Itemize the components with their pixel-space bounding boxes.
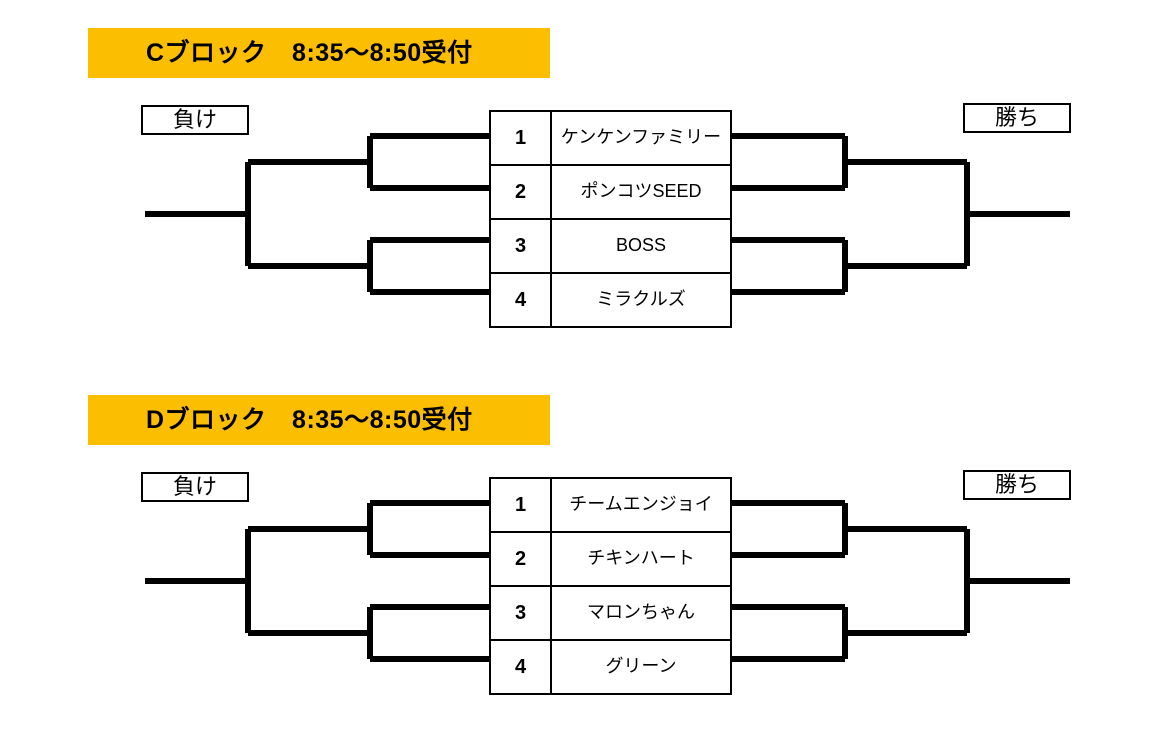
seed-number: 3 xyxy=(489,585,552,641)
seed-number: 4 xyxy=(489,272,552,328)
block-header-banner-d: Dブロック 8:35〜8:50受付 xyxy=(88,395,550,445)
bracket-block-c: Cブロック 8:35〜8:50受付 xyxy=(0,0,1156,370)
outcome-label-lose-c: 負け xyxy=(141,105,249,135)
outcome-label-win-c: 勝ち xyxy=(963,103,1071,133)
team-name: ミラクルズ xyxy=(550,272,732,328)
table-row: 4 ミラクルズ xyxy=(489,272,732,328)
teams-table-c: 1 ケンケンファミリー 2 ポンコツSEED 3 BOSS 4 ミラクルズ xyxy=(489,110,732,328)
team-name: ポンコツSEED xyxy=(550,164,732,220)
table-row: 1 チームエンジョイ xyxy=(489,477,732,533)
bracket-lines-c xyxy=(145,133,1070,295)
outcome-label-win-d: 勝ち xyxy=(963,470,1071,500)
table-row: 3 マロンちゃん xyxy=(489,585,732,641)
block-header-banner-c: Cブロック 8:35〜8:50受付 xyxy=(88,28,550,78)
bracket-block-d: Dブロック 8:35〜8:50受付 xyxy=(0,367,1156,743)
table-row: 2 ポンコツSEED xyxy=(489,164,732,220)
seed-number: 1 xyxy=(489,110,552,166)
table-row: 2 チキンハート xyxy=(489,531,732,587)
team-name: マロンちゃん xyxy=(550,585,732,641)
seed-number: 3 xyxy=(489,218,552,274)
outcome-label-lose-text-c: 負け xyxy=(172,107,217,132)
teams-table-d: 1 チームエンジョイ 2 チキンハート 3 マロンちゃん 4 グリーン xyxy=(489,477,732,695)
team-name: チキンハート xyxy=(550,531,732,587)
table-row: 4 グリーン xyxy=(489,639,732,695)
outcome-label-lose-text-d: 負け xyxy=(172,474,217,499)
block-header-text-c: Cブロック 8:35〜8:50受付 xyxy=(146,38,473,67)
seed-number: 1 xyxy=(489,477,552,533)
seed-number: 4 xyxy=(489,639,552,695)
bracket-area-c: 負け 勝ち 1 ケンケンファミリー 2 ポンコツSEED 3 BOSS xyxy=(0,98,1156,343)
team-name: チームエンジョイ xyxy=(550,477,732,533)
bracket-area-d: 負け 勝ち 1 チームエンジョイ 2 チキンハート 3 マロンちゃん xyxy=(0,465,1156,710)
outcome-label-lose-d: 負け xyxy=(141,472,249,502)
outcome-label-win-text-d: 勝ち xyxy=(994,472,1039,497)
table-row: 1 ケンケンファミリー xyxy=(489,110,732,166)
team-name: BOSS xyxy=(550,218,732,274)
outcome-label-win-text-c: 勝ち xyxy=(994,105,1039,130)
seed-number: 2 xyxy=(489,531,552,587)
team-name: ケンケンファミリー xyxy=(550,110,732,166)
seed-number: 2 xyxy=(489,164,552,220)
block-header-text-d: Dブロック 8:35〜8:50受付 xyxy=(146,405,473,434)
team-name: グリーン xyxy=(550,639,732,695)
table-row: 3 BOSS xyxy=(489,218,732,274)
bracket-lines-d xyxy=(145,500,1070,662)
